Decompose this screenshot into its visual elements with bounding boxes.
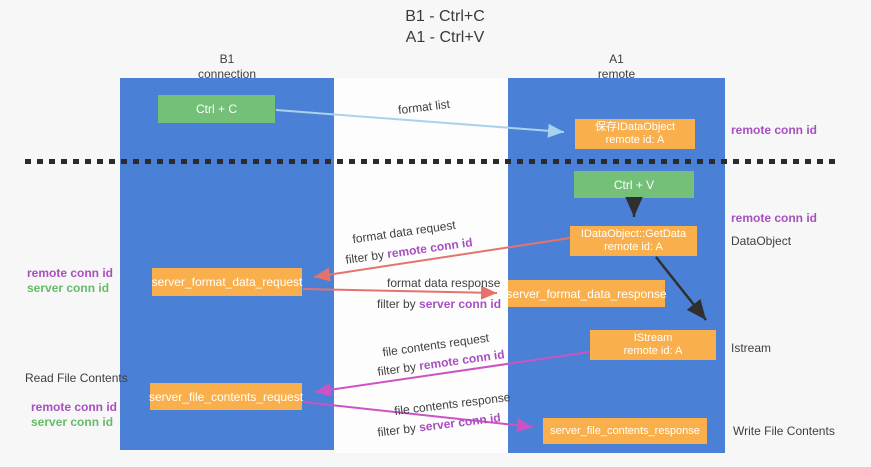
lane-header-a1: A1 remote (508, 52, 725, 82)
node-clipboard-store-line2: remote id: A (605, 134, 665, 146)
title-line-1: B1 - Ctrl+C (405, 8, 485, 25)
node-ctrl-v: Ctrl + V (574, 171, 694, 198)
label-filter-by-server-1: filter by server conn id (377, 297, 501, 311)
lane-b1-name: B1 (219, 52, 235, 66)
node-istream-line1: IStream (633, 332, 673, 344)
node-server-file-contents-response: server_file_contents_response (543, 418, 707, 444)
node-server-format-data-response-label: server_format_data_response (506, 286, 667, 301)
lane-header-b1: B1 connection (120, 52, 334, 82)
annotation-read-file-contents: Read File Contents (25, 371, 128, 385)
title-line-2: A1 - Ctrl+V (405, 29, 485, 46)
annotation-write-file-contents: Write File Contents (733, 424, 835, 438)
label-format-data-response: format data response (387, 276, 501, 290)
node-istream-line2: remote id: A (623, 345, 683, 357)
lane-b1-type: connection (197, 67, 257, 81)
clipboard-boundary-dashed-line (25, 159, 840, 164)
node-ctrl-v-label: Ctrl + V (613, 177, 655, 192)
node-server-file-contents-request-label: server_file_contents_request (148, 389, 304, 404)
node-server-format-data-request-label: server_format_data_request (151, 275, 303, 289)
diagram-title: B1 - Ctrl+C A1 - Ctrl+V (355, 6, 535, 48)
node-ctrl-c-label: Ctrl + C (195, 102, 237, 116)
annotation-left-server-conn-id: server conn id (27, 281, 110, 295)
node-istream: IStream remote id: A (590, 330, 716, 360)
node-ctrl-c: Ctrl + C (158, 95, 275, 123)
node-getdata-line1: IDataObject::GetData (580, 228, 687, 240)
annotation-dataobject: DataObject (731, 234, 792, 248)
node-getdata: IDataObject::GetData remote id: A (570, 226, 697, 256)
node-getdata-line2: remote id: A (604, 241, 663, 253)
annotation-left-bottom-server-conn-id: server conn id (31, 415, 114, 429)
annotation-istream: Istream (731, 341, 772, 355)
lane-a1-name: A1 (609, 52, 624, 66)
annotation-remote-conn-id-mid: remote conn id (731, 211, 818, 225)
node-server-format-data-request: server_format_data_request (152, 268, 302, 296)
server-conn-id-text: server conn id (419, 297, 502, 311)
annotation-left-remote-conn-id: remote conn id (27, 266, 114, 280)
node-server-file-contents-response-label: server_file_contents_response (550, 425, 700, 437)
node-clipboard-store: 保存IDataObject remote id: A (575, 119, 695, 149)
node-server-file-contents-request: server_file_contents_request (148, 383, 304, 410)
node-clipboard-store-line1: 保存IDataObject (594, 121, 676, 133)
lane-a1-type: remote (597, 67, 636, 81)
annotation-remote-conn-id-top: remote conn id (731, 123, 818, 137)
annotation-left-bottom-remote-conn-id: remote conn id (31, 400, 118, 414)
node-server-format-data-response: server_format_data_response (506, 280, 667, 307)
filter-by-text: filter by (377, 297, 420, 311)
